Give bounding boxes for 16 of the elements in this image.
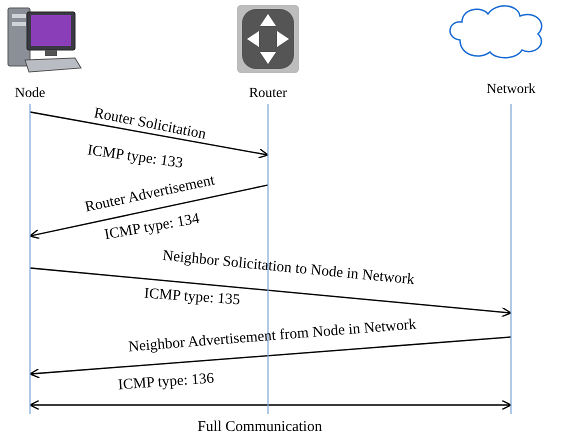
message-label: Router Solicitation	[92, 104, 208, 144]
message-label: Neighbor Solicitation to Node in Network	[161, 247, 415, 288]
message-arrow	[29, 400, 512, 410]
participant-label: Router	[248, 86, 288, 102]
message-arrow	[29, 336, 512, 378]
icmp-type-label: ICMP type: 134	[103, 210, 201, 244]
participant-label: Network	[486, 82, 536, 98]
message-label: Neighbor Advertisement from Node in Network	[127, 316, 416, 356]
message-label: Full Communication	[198, 418, 322, 436]
icmp-type-label: ICMP type: 136	[118, 370, 215, 394]
message-arrow	[29, 184, 268, 240]
participant-label: Node	[14, 86, 46, 102]
message-arrow	[30, 267, 512, 318]
message-arrow	[30, 111, 269, 158]
icmp-type-label: ICMP type: 133	[86, 142, 184, 172]
icmp-type-label: ICMP type: 135	[144, 285, 241, 309]
